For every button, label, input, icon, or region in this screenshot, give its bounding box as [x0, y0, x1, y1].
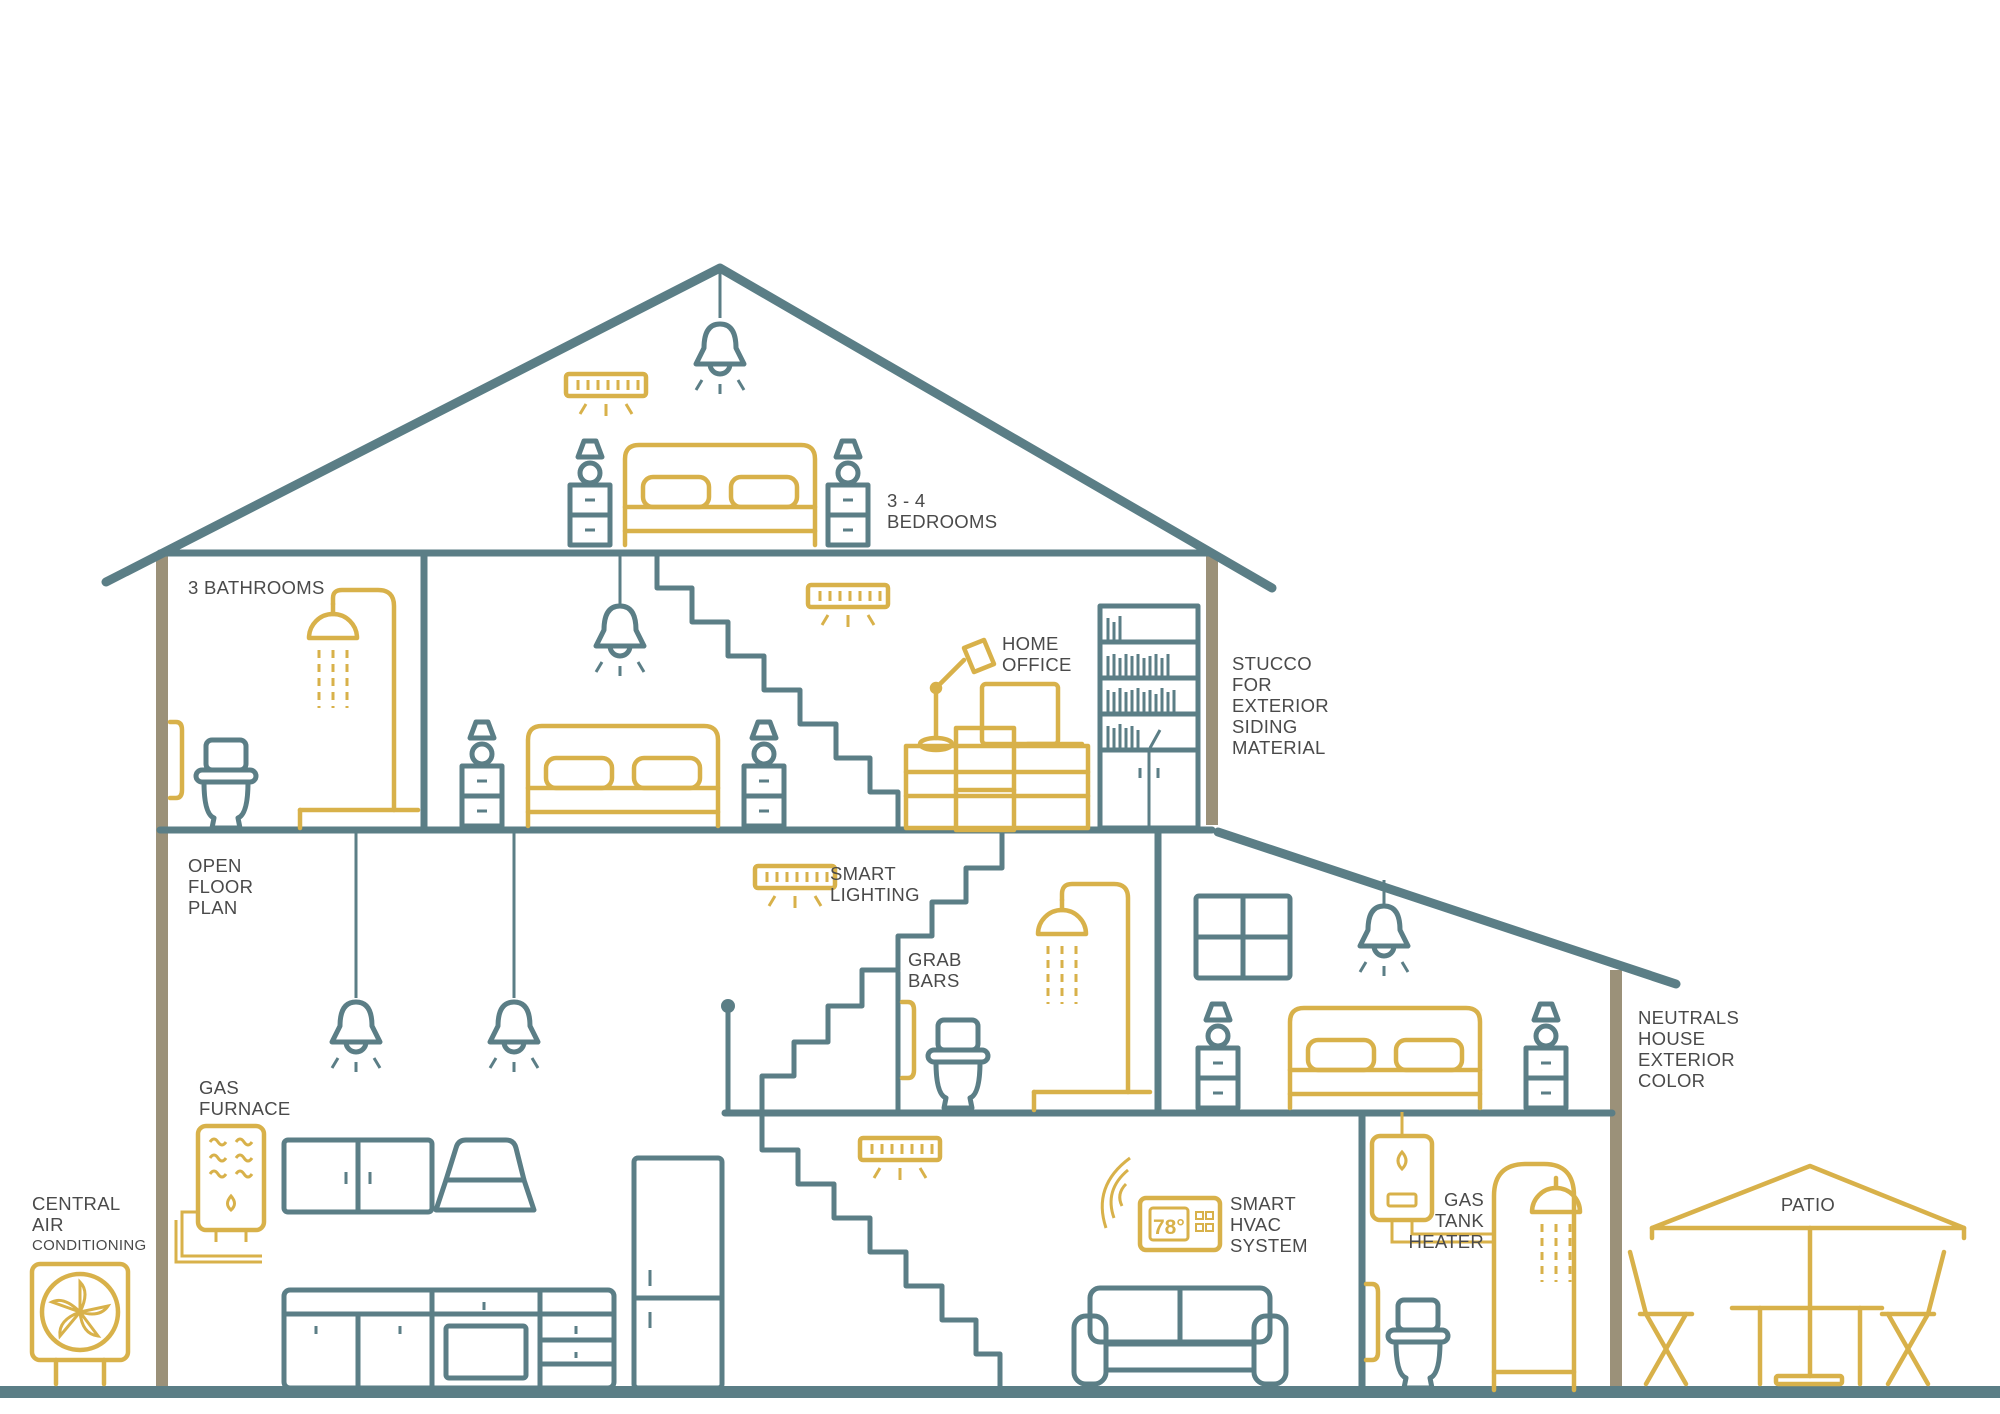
toilet-icon — [196, 740, 256, 828]
main-roof — [101, 263, 1277, 593]
stair-newel-knob — [721, 999, 735, 1013]
nightstand-lamp-icon — [570, 441, 610, 545]
thermostat-display: 78° — [1153, 1216, 1185, 1239]
grab-bar-icon — [899, 999, 917, 1081]
annex-roof — [1213, 827, 1681, 989]
toilet-icon — [1388, 1300, 1448, 1388]
lower-staircase — [759, 1110, 1003, 1393]
right-upper-exterior-wall — [1206, 555, 1218, 825]
thermostat-icon: 78° — [1100, 1156, 1223, 1253]
bookshelf-icon — [1097, 603, 1201, 831]
furnace-icon — [174, 1123, 267, 1264]
bell-pendant-icon — [332, 1002, 380, 1072]
sofa-icon — [1071, 1285, 1289, 1387]
bed-icon — [625, 445, 815, 545]
nightstand-lamp-icon — [1526, 1004, 1566, 1108]
shower-icon — [309, 604, 357, 708]
chair-icon — [1630, 1252, 1692, 1384]
smart-light-panel-icon — [860, 1138, 940, 1180]
chair-icon — [1882, 1252, 1944, 1384]
smart-light-panel-icon — [755, 866, 835, 908]
bell-pendant-icon — [696, 324, 744, 394]
bed-icon — [1290, 1008, 1480, 1108]
bell-pendant-icon — [1360, 906, 1408, 976]
annex-exterior-wall — [1610, 970, 1622, 1387]
nightstand-lamp-icon — [1198, 1004, 1238, 1108]
shower-icon — [1038, 900, 1086, 1004]
label-patio: PATIO — [1781, 1194, 1835, 1215]
umbrella-icon — [1649, 1163, 1967, 1387]
office-desk-icon — [903, 681, 1091, 833]
grab-bar-icon — [167, 719, 185, 801]
range-hood-icon — [433, 1137, 537, 1213]
middle-staircase — [759, 829, 1005, 1116]
oven-icon — [443, 1323, 529, 1381]
fan-icon — [29, 1261, 131, 1387]
water-heater-icon — [1369, 1112, 1494, 1244]
shower-pipe — [330, 587, 397, 813]
shower-pipe — [1059, 881, 1131, 1095]
desk-lamp-icon — [917, 637, 997, 753]
window-icon — [1193, 893, 1293, 981]
upper-staircase — [654, 552, 901, 833]
grab-bar-icon — [1363, 1281, 1381, 1363]
nightstand-lamp-icon — [462, 722, 502, 826]
smart-light-panel-icon — [808, 585, 888, 627]
shower-enclosure — [1491, 1161, 1577, 1393]
label-bathrooms: 3 BATHROOMS — [188, 577, 325, 598]
patio-table-icon — [1729, 1305, 1885, 1387]
upper-cabinet-icon — [281, 1137, 435, 1215]
bed-icon — [528, 726, 718, 826]
refrigerator-icon — [631, 1155, 725, 1391]
left-exterior-wall — [156, 555, 168, 1387]
lower-cabinets-icon — [281, 1287, 617, 1391]
smart-light-panel-icon — [566, 374, 646, 416]
nightstand-lamp-icon — [744, 722, 784, 826]
nightstand-lamp-icon — [828, 441, 868, 545]
toilet-icon — [928, 1020, 988, 1108]
bell-pendant-icon — [596, 606, 644, 676]
bell-pendant-icon — [490, 1002, 538, 1072]
